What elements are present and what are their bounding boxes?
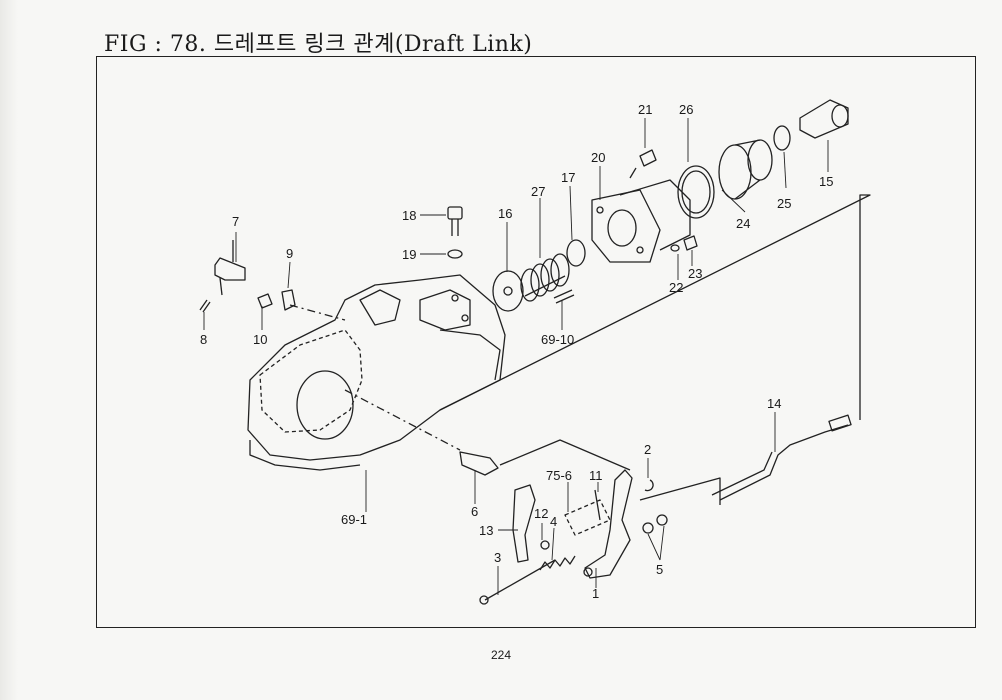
part-3-rod [484,559,556,601]
part-27-spring [520,253,570,302]
callout-12: 12 [534,506,548,521]
part-75-6-bracket [564,499,611,536]
callout-19: 19 [402,247,416,262]
part-17-ring [566,239,586,267]
part-4-spring [539,555,576,571]
callout-26: 26 [679,102,693,117]
callout-24: 24 [736,216,750,231]
part-14-rod [711,414,852,501]
part-23-nut [683,235,698,251]
part-20-housing [591,179,691,263]
part-5-nut [642,522,654,534]
scan-edge [0,0,18,700]
callout-1: 1 [592,586,599,601]
callout-13: 13 [479,523,493,538]
part-2-clip [644,479,654,492]
part-6-rod-end [459,451,499,476]
callout-8: 8 [200,332,207,347]
part-22-washer [670,244,680,252]
callout-25: 25 [777,196,791,211]
part-9-clip [281,289,296,311]
callout-4: 4 [550,514,557,529]
part-1-lever [583,469,633,579]
part-25-clip [773,125,791,151]
part-19-washer [447,249,463,259]
part-8-pin [199,299,211,313]
part-11-bolt [594,489,601,521]
part-69-10-pin [553,289,575,304]
callout-7: 7 [232,214,239,229]
callout-16: 16 [498,206,512,221]
callout-21: 21 [638,102,652,117]
callout-69-10: 69-10 [541,332,574,347]
callout-5: 5 [656,562,663,577]
callout-23: 23 [688,266,702,281]
callout-10: 10 [253,332,267,347]
callout-69-1: 69-1 [341,512,367,527]
callout-27: 27 [531,184,545,199]
figure-title: FIG : 78. 드레프트 링크 관계(Draft Link) [104,32,533,57]
part-16-plate [492,270,524,312]
page-number: 224 [490,648,512,662]
transmission-housing [247,274,506,471]
callout-15: 15 [819,174,833,189]
callout-3: 3 [494,550,501,565]
callout-22: 22 [669,280,683,295]
part-7-bracket [214,240,246,296]
part-10-bolt [257,293,273,309]
callout-18: 18 [402,208,416,223]
part-26-clamp [677,165,715,219]
part-24-boot [718,139,773,200]
callout-14: 14 [767,396,781,411]
diagram-frame [96,56,976,628]
part-15-sensor [799,99,849,139]
callout-20: 20 [591,150,605,165]
callout-17: 17 [561,170,575,185]
callout-6: 6 [471,504,478,519]
part-18-bolt [447,206,463,236]
part-21-bolt [629,149,657,179]
callout-2: 2 [644,442,651,457]
callout-75-6: 75-6 [546,468,572,483]
callout-11: 11 [589,468,603,483]
part-12-nut [540,540,550,550]
part-5-nut [656,514,668,526]
callout-9: 9 [286,246,293,261]
part-13-arm [512,484,536,563]
